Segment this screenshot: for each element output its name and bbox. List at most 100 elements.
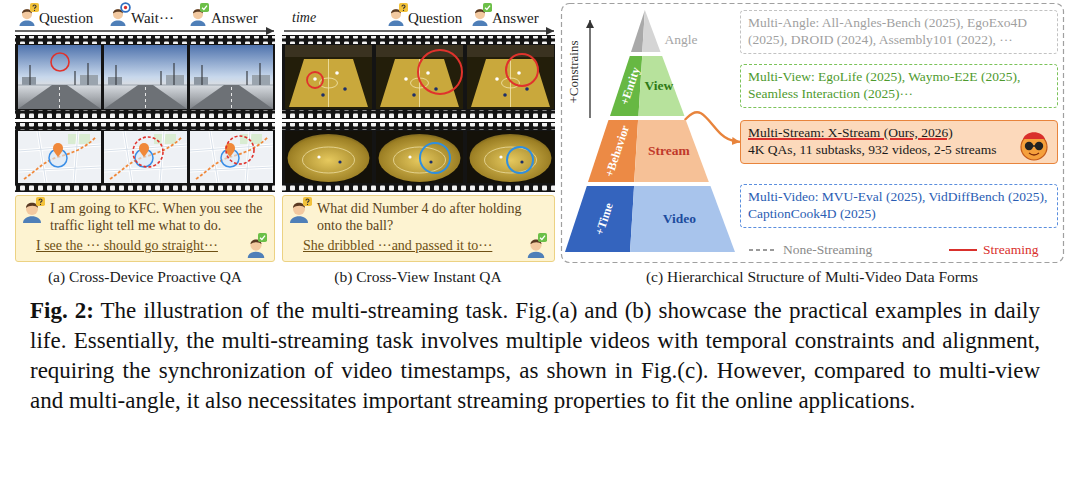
pyramid-face	[634, 120, 709, 182]
film-strip-a	[18, 131, 101, 183]
legend-sample	[748, 245, 778, 255]
film-strip-b	[282, 35, 555, 119]
answer-badge	[258, 233, 267, 242]
film-strip-b	[420, 143, 450, 173]
level-name: View	[644, 79, 673, 93]
film-strip-b	[282, 35, 555, 192]
step-label: Answer	[211, 10, 258, 27]
pyramid-face	[588, 120, 638, 182]
film-strip-a	[51, 53, 69, 71]
connectors	[685, 112, 740, 142]
panel-c-frame	[589, 20, 591, 118]
qa-answer: I see the ··· should go straight···	[16, 234, 274, 254]
dataset-line: Multi-Angle: All-Angles-Bench (2025), Eg…	[748, 15, 1051, 49]
subfigure-caption: (b) Cross-View Instant QA	[334, 268, 501, 286]
question-badge	[36, 197, 45, 206]
header-a	[15, 30, 274, 31]
subfigure-caption: (c) Hierarchical Structure of Multi-Vide…	[646, 268, 978, 286]
film-strip-b	[467, 45, 554, 109]
film-strip-b	[376, 131, 463, 183]
legend-sample	[948, 245, 978, 255]
dataset-box: Multi-Video: MVU-Eval (2025), VidDiffBen…	[740, 184, 1058, 228]
film-strip-a	[15, 35, 275, 192]
step-label: Wait···	[131, 10, 174, 27]
film-strip-a	[15, 35, 275, 119]
dataset-box: Multi-Angle: All-Angles-Bench (2025), Eg…	[740, 10, 1058, 54]
dataset-line: Multi-Stream: X-Stream (Ours, 2026)	[748, 125, 1013, 142]
film-strip-b	[507, 147, 533, 173]
pyramid-face	[630, 186, 735, 252]
legend-line	[749, 249, 777, 251]
header-a	[200, 3, 209, 12]
film-strip-a	[133, 137, 163, 167]
question-badge	[303, 197, 312, 206]
film-strip-b	[282, 123, 555, 130]
level-name: Video	[663, 212, 696, 226]
responder-icon	[248, 239, 265, 258]
qa-dialog-box: What did Number 4 do after holding onto …	[282, 195, 555, 262]
pyramid-level: +TimeVideo	[565, 186, 735, 252]
film-strip-a	[15, 110, 275, 118]
header-b	[284, 30, 554, 31]
qa-question: What did Number 4 do after holding onto …	[283, 200, 554, 234]
film-strip-a	[15, 122, 275, 192]
legend-entry: Streaming	[948, 242, 1039, 258]
answer-badge	[538, 233, 547, 242]
pyramid-level: Angle	[631, 10, 721, 52]
film-strip-b	[285, 131, 372, 183]
flow-arrow	[685, 112, 740, 142]
dataset-line: Multi-View: EgoLife (2025), Waymo-E2E (2…	[748, 69, 1051, 103]
header-b	[284, 3, 554, 31]
qa-question: I am going to KFC. When you see the traf…	[16, 200, 274, 234]
qa-dialog-box: I am going to KFC. When you see the traf…	[15, 195, 275, 262]
film-strip-a	[15, 184, 275, 191]
film-strip-b	[307, 72, 323, 88]
level-name: Angle	[665, 33, 698, 47]
film-strip-b	[285, 45, 372, 109]
dataset-box: Multi-View: EgoLife (2025), Waymo-E2E (2…	[740, 64, 1058, 108]
header-a	[121, 3, 130, 12]
pyramid-shape	[565, 186, 735, 252]
pyramid-level: +BehaviorStream	[588, 120, 709, 182]
pyramid-level: +EntityView	[610, 56, 684, 116]
film-strip-b	[282, 184, 555, 191]
pyramid-face	[642, 10, 660, 52]
axis-label: time	[292, 10, 316, 26]
film-strip-a	[18, 45, 101, 109]
film-strip-a	[15, 36, 275, 44]
step-label: Question	[408, 10, 462, 27]
level-name: Stream	[648, 144, 690, 158]
film-strip-b	[506, 54, 538, 86]
header-b	[399, 3, 408, 12]
step-label: Answer	[492, 10, 539, 27]
legend-text: Streaming	[983, 242, 1039, 258]
axis-label: +Constrains	[567, 41, 582, 104]
panel-c-frame	[562, 4, 1064, 263]
film-strip-b	[418, 50, 462, 94]
film-strip-a	[104, 45, 187, 109]
dataset-line: 4K QAs, 11 subtasks, 932 videos, 2-5 str…	[748, 142, 1013, 159]
dataset-line: Multi-Video: MVU-Eval (2025), VidDiffBen…	[748, 189, 1051, 223]
figure-caption: Fig. 2: The illustration of the multi-st…	[30, 296, 1040, 416]
legend-line	[949, 249, 977, 251]
film-strip-a	[190, 131, 273, 183]
film-strip-b	[376, 45, 463, 109]
header-a	[30, 3, 39, 12]
mascot-icon	[1017, 128, 1051, 162]
responder-icon	[528, 239, 545, 258]
qa-answer: She dribbled ···and passed it to···	[283, 234, 554, 254]
film-strip-b	[282, 110, 555, 118]
film-strip-b	[282, 122, 555, 192]
film-strip-b	[282, 36, 555, 44]
header-a	[15, 3, 274, 31]
header-b	[483, 3, 492, 12]
panel-c-frame	[562, 4, 1064, 263]
dataset-box: Multi-Stream: X-Stream (Ours, 2026)4K QA…	[740, 120, 1058, 164]
film-strip-a	[15, 123, 275, 130]
film-strip-a	[104, 131, 187, 183]
legend-text: None-Streaming	[783, 242, 872, 258]
film-strip-a	[190, 45, 273, 109]
subfigure-caption: (a) Cross-Device Proactive QA	[48, 268, 242, 286]
step-label: Question	[39, 10, 93, 27]
